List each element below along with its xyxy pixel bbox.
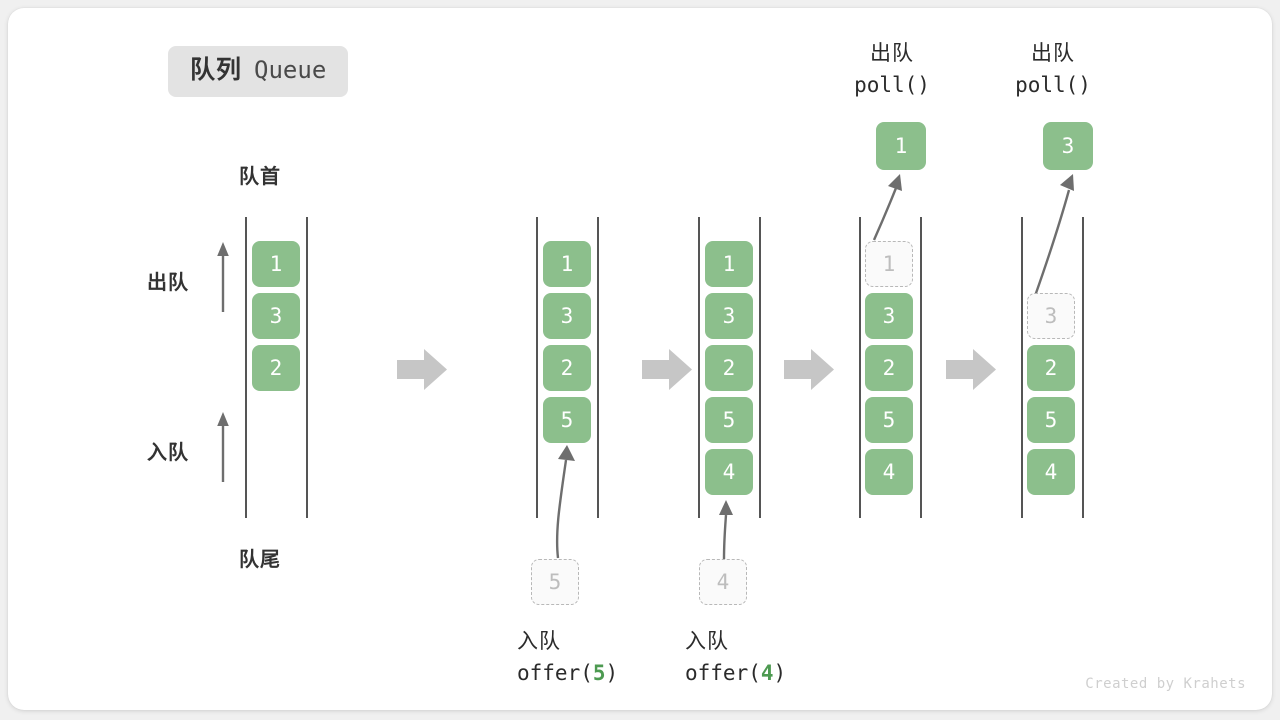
queue-rail-left [859,217,861,518]
queue-cell: 2 [1027,345,1075,391]
popped-cell: 3 [1043,122,1093,170]
step-arrow-icon [784,349,834,390]
enqueue-operation-code: offer(5) [517,658,739,690]
enqueue-motion-arrow [555,445,575,559]
title-chinese: 队列 [190,56,243,84]
dequeue-operation-title: 出队 [1031,42,1075,65]
dequeue-operation-code: poll() [1015,72,1091,97]
queue-cell: 2 [865,345,913,391]
enqueue-op-close: ) [605,660,619,685]
step-arrow-icon [946,349,996,390]
queue-rail-left [1021,217,1023,518]
enqueue-op-arg: 4 [760,660,774,685]
queue-cell-ghost: 1 [865,241,913,287]
dequeue-motion-arrow [1033,174,1074,297]
dequeue-operation-label: 出队 poll() [797,38,987,101]
queue-cell: 5 [865,397,913,443]
dequeue-operation-title: 出队 [870,42,914,65]
queue-cell: 2 [252,345,300,391]
queue-rail-right [920,217,922,518]
step-arrow-icon [397,349,447,390]
queue-cell: 4 [1027,449,1075,495]
enqueue-operation-label: 入队 offer(4) [613,626,907,689]
dequeue-motion-arrow [872,174,902,241]
queue-cell: 1 [705,241,753,287]
queue-rear-label: 队尾 [239,549,281,571]
step-arrow-icon [642,349,692,390]
queue-rail-left [245,217,247,518]
queue-cell: 5 [543,397,591,443]
queue-cell: 2 [543,345,591,391]
enqueue-operation-title: 入队 [685,630,729,653]
enqueue-direction-label: 入队 [147,442,189,464]
enqueue-direction-arrow [217,412,229,482]
queue-rail-right [597,217,599,518]
queue-cell: 4 [705,449,753,495]
popped-cell: 1 [876,122,926,170]
diagram-card: 队列 Queue 队首 队尾 出队 入队 1 3 2 [8,8,1272,710]
queue-cell-ghost: 3 [1027,293,1075,339]
queue-cell: 4 [865,449,913,495]
enqueue-op-arg: 5 [592,660,606,685]
enqueue-motion-arrow [719,500,733,560]
queue-cell: 3 [543,293,591,339]
queue-cell: 2 [705,345,753,391]
incoming-ghost-cell: 4 [699,559,747,605]
queue-rail-left [536,217,538,518]
queue-rail-right [759,217,761,518]
queue-rail-right [1082,217,1084,518]
diagram-title-badge: 队列 Queue [168,46,349,97]
dequeue-operation-label: 出队 poll() [958,38,1148,101]
queue-cell: 3 [865,293,913,339]
queue-cell: 1 [252,241,300,287]
incoming-ghost-cell: 5 [531,559,579,605]
queue-rail-left [698,217,700,518]
enqueue-operation-label: 入队 offer(5) [445,626,739,689]
dequeue-direction-label: 出队 [147,272,189,294]
enqueue-op-close: ) [773,660,787,685]
dequeue-operation-code: poll() [854,72,930,97]
dequeue-direction-arrow [217,242,229,312]
enqueue-operation-title: 入队 [517,630,561,653]
queue-cell: 5 [1027,397,1075,443]
queue-cell: 1 [543,241,591,287]
enqueue-operation-code: offer(4) [685,658,907,690]
title-english: Queue [254,56,327,84]
credit-text: Created by Krahets [1085,676,1246,692]
enqueue-op-name: offer( [517,660,593,685]
queue-cell: 5 [705,397,753,443]
queue-cell: 3 [252,293,300,339]
queue-rail-right [306,217,308,518]
queue-front-label: 队首 [239,166,281,188]
queue-cell: 3 [705,293,753,339]
enqueue-op-name: offer( [685,660,761,685]
